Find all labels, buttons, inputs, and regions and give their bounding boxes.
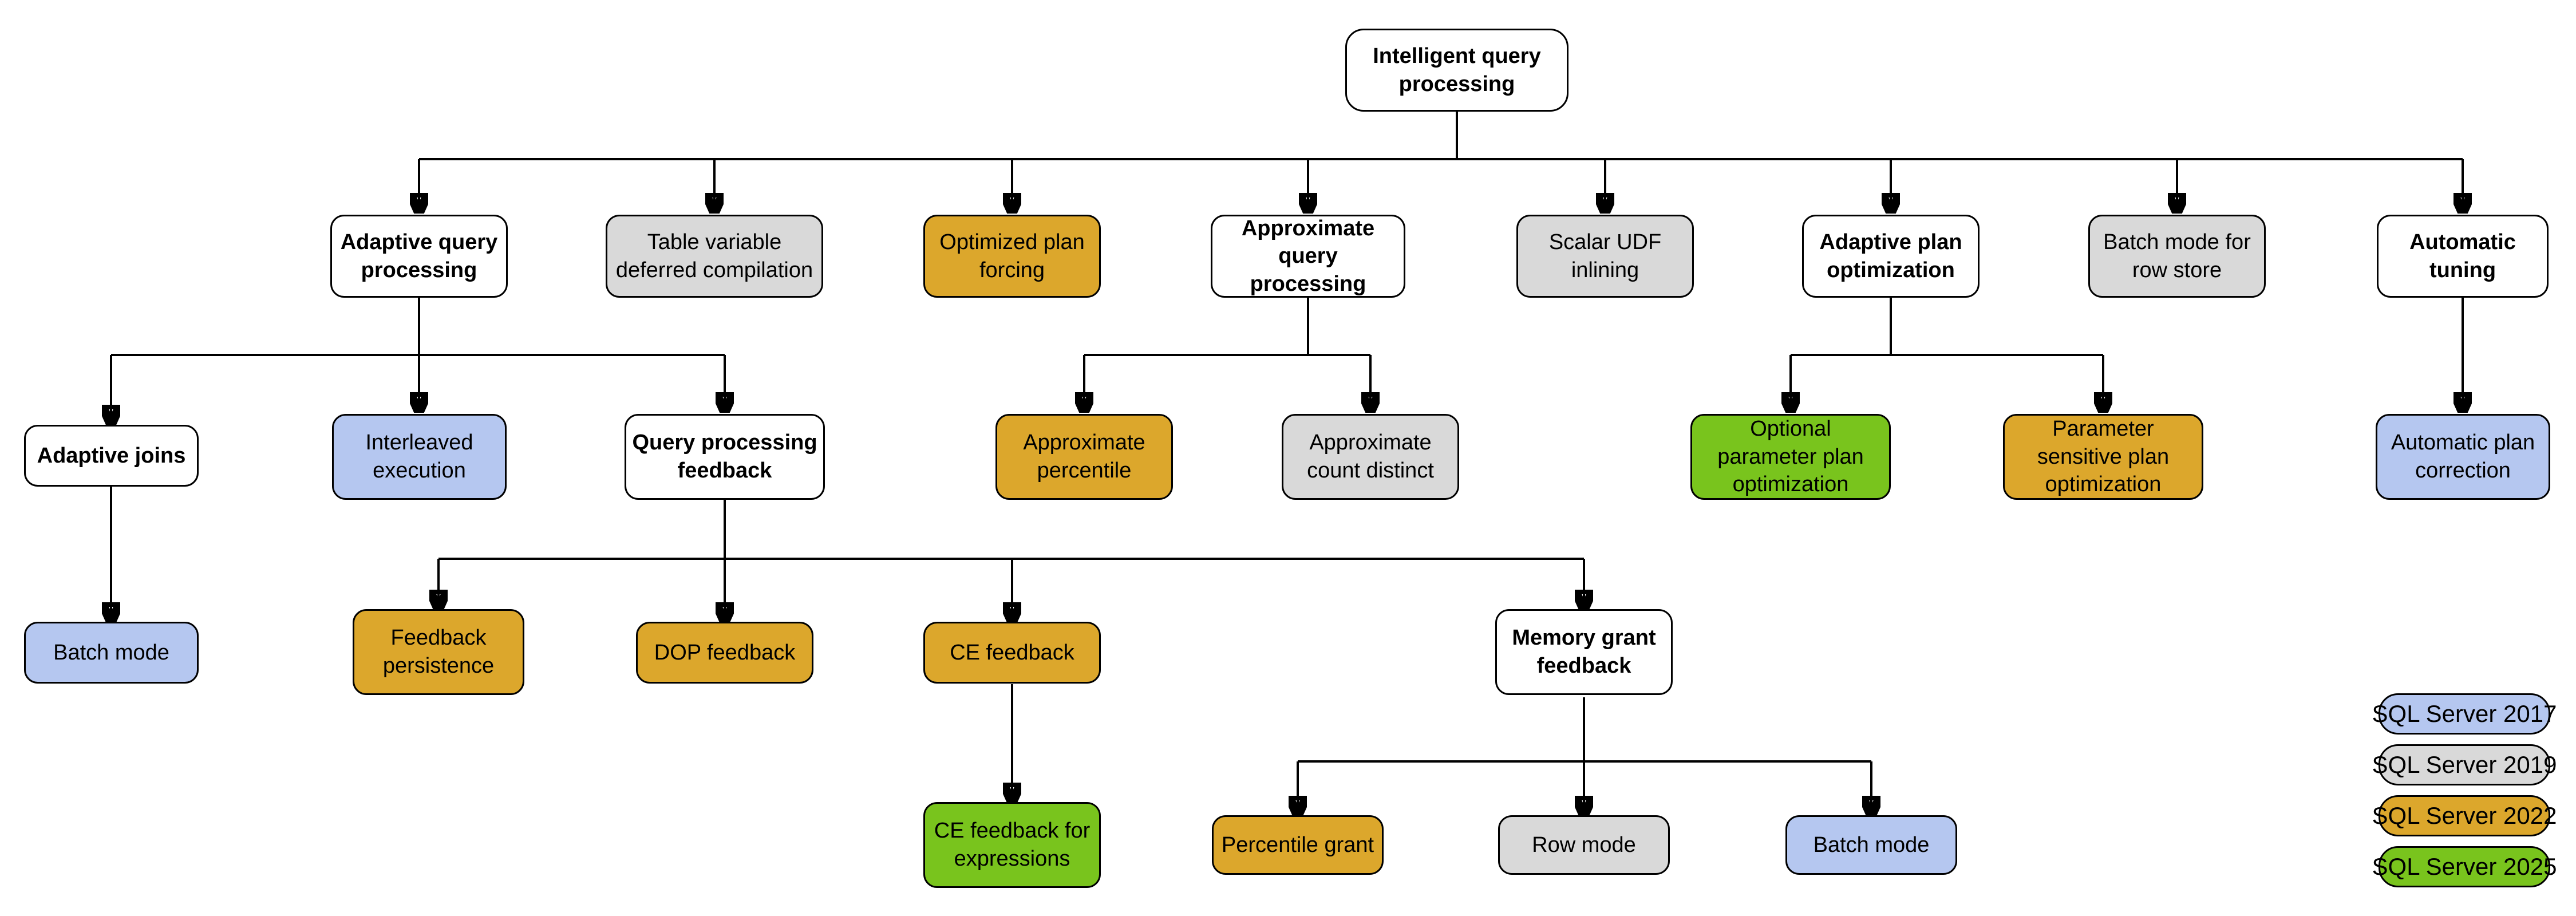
node-approximate-percentile: Approximate percentile xyxy=(995,414,1173,500)
node-row-mode: Row mode xyxy=(1498,815,1670,875)
node-batch-mode-memory-grant: Batch mode xyxy=(1785,815,1957,875)
node-ce-feedback: CE feedback xyxy=(923,622,1101,684)
node-batch-mode-adaptive-joins: Batch mode xyxy=(24,622,199,684)
node-automatic-plan-correction: Automatic plan correction xyxy=(2376,414,2550,500)
node-memory-grant-feedback: Memory grant feedback xyxy=(1495,609,1673,695)
node-table-variable-deferred-compilation: Table variable deferred compilation xyxy=(606,215,823,298)
node-percentile-grant: Percentile grant xyxy=(1212,815,1384,875)
legend-item-sql-server-2019: SQL Server 2019 xyxy=(2372,744,2557,785)
legend-item-sql-server-2017: SQL Server 2017 xyxy=(2372,693,2557,735)
node-ce-feedback-for-expressions: CE feedback for expressions xyxy=(923,802,1101,888)
node-batch-mode-for-row-store: Batch mode for row store xyxy=(2088,215,2266,298)
node-scalar-udf-inlining: Scalar UDF inlining xyxy=(1516,215,1694,298)
legend-item-sql-server-2025: SQL Server 2025 xyxy=(2372,846,2557,887)
node-intelligent-query-processing: Intelligent query processing xyxy=(1345,29,1568,112)
node-feedback-persistence: Feedback persistence xyxy=(353,609,524,695)
node-adaptive-joins: Adaptive joins xyxy=(24,425,199,487)
node-adaptive-query-processing: Adaptive query processing xyxy=(330,215,508,298)
node-approximate-query-processing: Approximate query processing xyxy=(1211,215,1405,298)
node-approximate-count-distinct: Approximate count distinct xyxy=(1282,414,1459,500)
node-adaptive-plan-optimization: Adaptive plan optimization xyxy=(1802,215,1980,298)
node-parameter-sensitive-plan-optimization: Parameter sensitive plan optimization xyxy=(2003,414,2203,500)
node-optimized-plan-forcing: Optimized plan forcing xyxy=(923,215,1101,298)
node-dop-feedback: DOP feedback xyxy=(636,622,813,684)
node-interleaved-execution: Interleaved execution xyxy=(332,414,507,500)
node-optional-parameter-plan-optimization: Optional parameter plan optimization xyxy=(1690,414,1891,500)
legend-item-sql-server-2022: SQL Server 2022 xyxy=(2372,795,2557,836)
node-automatic-tuning: Automatic tuning xyxy=(2377,215,2549,298)
node-query-processing-feedback: Query processing feedback xyxy=(625,414,825,500)
